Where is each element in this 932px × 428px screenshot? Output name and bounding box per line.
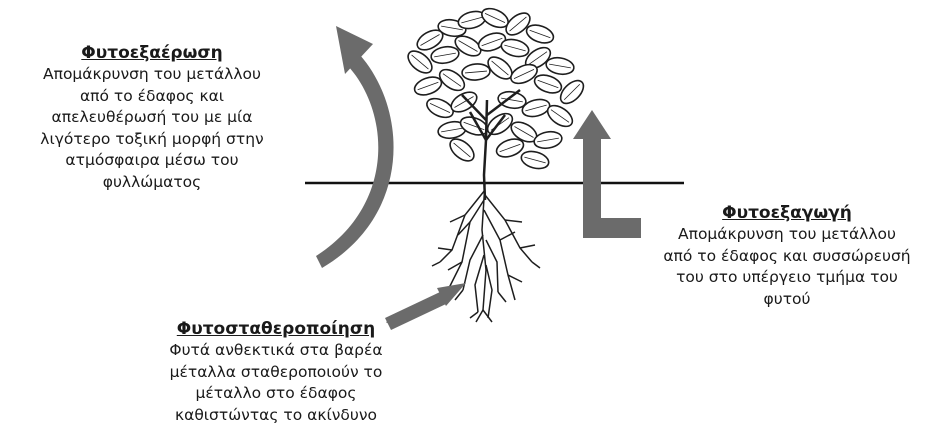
description-line: από το έδαφος και: [2, 86, 302, 108]
description-line: απελευθέρωσή του με μία: [2, 107, 302, 129]
phytostabilization-title: Φυτοσταθεροποίηση: [128, 318, 424, 340]
volatilization-arrow: [316, 26, 394, 268]
phytovolatilization-description: Απομάκρυνση του μετάλλου από το έδαφος κ…: [2, 64, 302, 193]
description-line: φυλλώματος: [2, 172, 302, 194]
description-line: καθιστώντας το ακίνδυνο: [128, 405, 424, 427]
description-line: φυτού: [642, 289, 932, 311]
description-line: μέταλλο στο έδαφος: [128, 383, 424, 405]
phytostabilization-description: Φυτά ανθεκτικά στα βαρέα μέταλλα σταθερο…: [128, 340, 424, 426]
description-line: Απομάκρυνση του μετάλλου: [2, 64, 302, 86]
phytoextraction-label: Φυτοεξαγωγή Απομάκρυνση του μετάλλου από…: [642, 202, 932, 310]
phytoextraction-description: Απομάκρυνση του μετάλλου από το έδαφος κ…: [642, 224, 932, 310]
description-line: λιγότερο τοξική μορφή στην: [2, 129, 302, 151]
plant-foliage: [404, 5, 587, 172]
description-line: μέταλλα σταθεροποιούν το: [128, 362, 424, 384]
phytovolatilization-label: Φυτοεξαέρωση Απομάκρυνση του μετάλλου απ…: [2, 42, 302, 193]
description-line: από το έδαφος και συσσώρευσή: [642, 246, 932, 268]
phytostabilization-label: Φυτοσταθεροποίηση Φυτά ανθεκτικά στα βαρ…: [128, 318, 424, 426]
description-line: Φυτά ανθεκτικά στα βαρέα: [128, 340, 424, 362]
description-line: Απομάκρυνση του μετάλλου: [642, 224, 932, 246]
description-line: ατμόσφαιρα μέσω του: [2, 150, 302, 172]
plant-illustration: [404, 5, 587, 322]
phytovolatilization-title: Φυτοεξαέρωση: [2, 42, 302, 64]
extraction-arrow: [573, 110, 641, 238]
phytoextraction-title: Φυτοεξαγωγή: [642, 202, 932, 224]
description-line: του στο υπέργειο τμήμα του: [642, 267, 932, 289]
